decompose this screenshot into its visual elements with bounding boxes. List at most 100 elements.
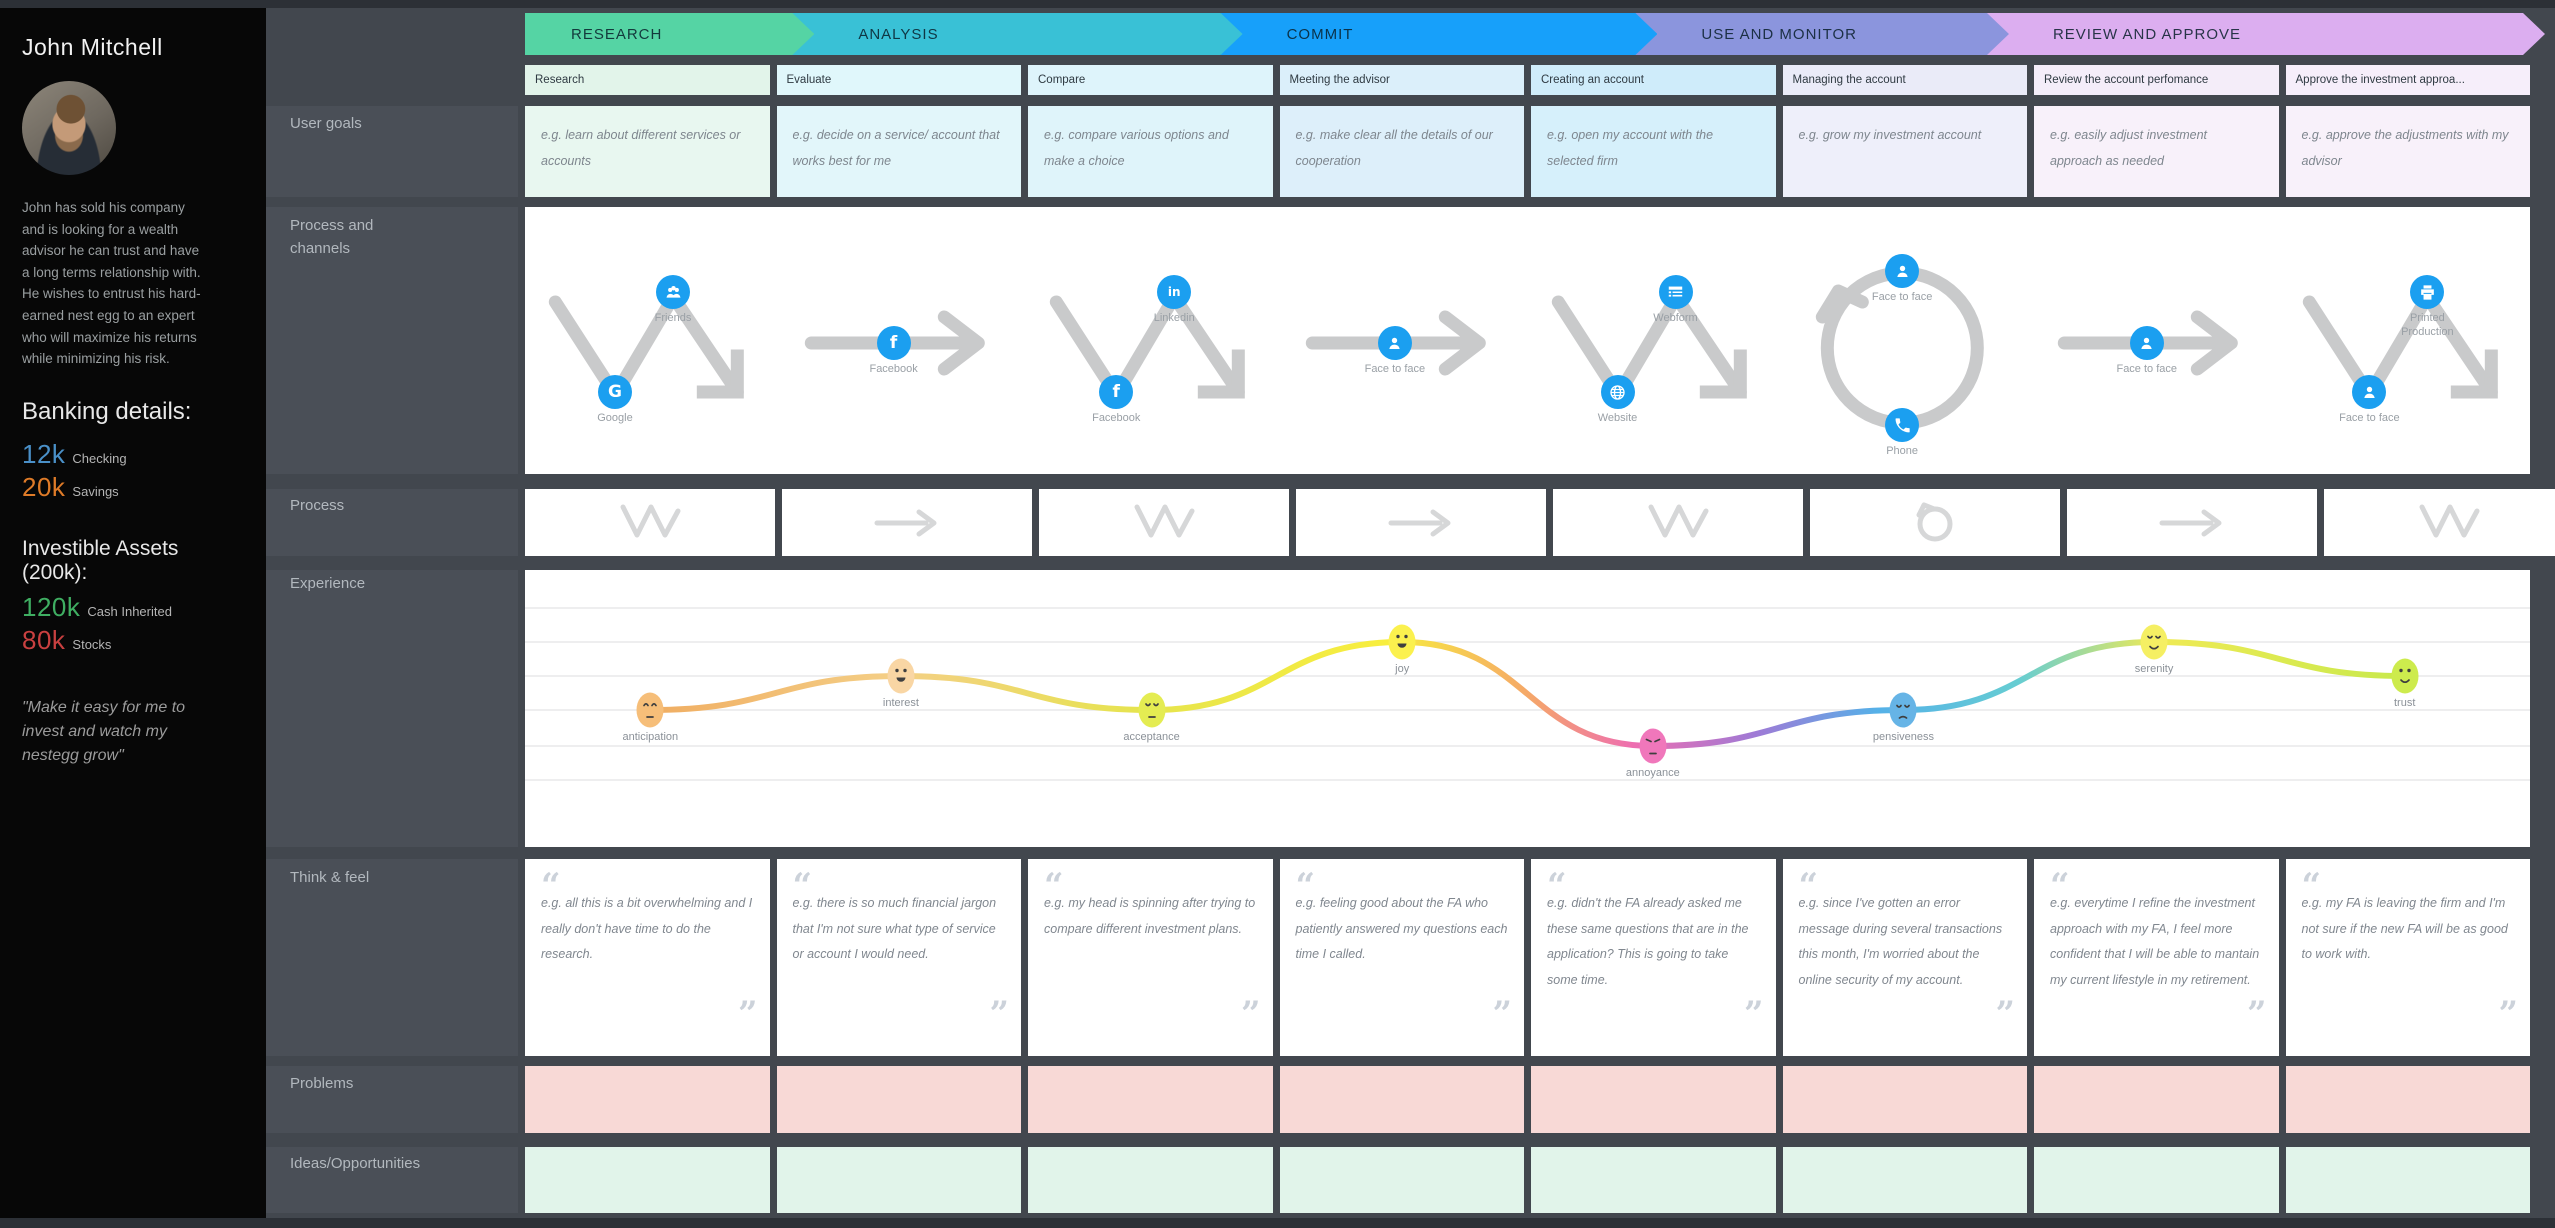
stage-label: USE AND MONITOR bbox=[1701, 25, 1857, 43]
ideas-cell[interactable] bbox=[525, 1147, 770, 1213]
channel-icon-person[interactable] bbox=[2129, 326, 2164, 360]
channel-icon-linkedin[interactable]: in bbox=[1157, 275, 1192, 309]
goal-card[interactable]: e.g. approve the adjustments with my adv… bbox=[2285, 106, 2530, 197]
emotion-point-annoyance[interactable] bbox=[1639, 728, 1667, 764]
channel-icon-friends[interactable] bbox=[656, 275, 690, 309]
channel-label: Google bbox=[597, 412, 633, 424]
channel-path bbox=[2303, 290, 2499, 402]
channel-icon-printer[interactable] bbox=[2410, 275, 2445, 309]
think-feel-text: e.g. there is so much financial jargon t… bbox=[792, 896, 997, 962]
think-feel-card[interactable]: “e.g. my head is spinning after trying t… bbox=[1028, 859, 1273, 1056]
ideas-cell[interactable] bbox=[776, 1147, 1021, 1213]
goal-card[interactable]: e.g. open my account with the selected f… bbox=[1531, 106, 1776, 197]
row-label-ideas: Ideas/Opportunities bbox=[290, 1155, 421, 1172]
ideas-cell[interactable] bbox=[1279, 1147, 1524, 1213]
problems-cell[interactable] bbox=[2285, 1066, 2530, 1133]
substage-cell[interactable]: Review the account perfomance bbox=[2034, 65, 2279, 95]
emotion-point-trust[interactable] bbox=[2391, 658, 2419, 694]
avatar[interactable] bbox=[22, 81, 116, 175]
channel-icon-website[interactable] bbox=[1600, 375, 1635, 409]
substage-label: Creating an account bbox=[1541, 74, 1644, 86]
emotion-label: annoyance bbox=[1625, 767, 1680, 779]
stage-arrow[interactable]: REVIEW AND APPROVE bbox=[1987, 13, 2545, 55]
process-glyph-cell[interactable] bbox=[1296, 489, 1546, 556]
process-glyph-cell[interactable] bbox=[1810, 489, 2060, 556]
channel-label: Facebook bbox=[1092, 412, 1141, 424]
problems-cell[interactable] bbox=[525, 1066, 770, 1133]
emoji-smile bbox=[2391, 658, 2419, 694]
ideas-cell[interactable] bbox=[1531, 1147, 1776, 1213]
stage-arrow[interactable]: USE AND MONITOR bbox=[1635, 13, 2009, 55]
problems-cell[interactable] bbox=[776, 1066, 1021, 1133]
channel-icon-person[interactable] bbox=[2352, 375, 2387, 409]
goal-card[interactable]: e.g. decide on a service/ account that w… bbox=[776, 106, 1021, 197]
goal-card[interactable]: e.g. easily adjust investment approach a… bbox=[2034, 106, 2279, 197]
problems-cell[interactable] bbox=[2034, 1066, 2279, 1133]
channel-label: Face to face bbox=[1871, 291, 1933, 303]
channel-icon-facebook[interactable]: f bbox=[1099, 375, 1134, 409]
think-feel-card[interactable]: “e.g. since I've gotten an error message… bbox=[1782, 859, 2027, 1056]
process-glyph-zigzag bbox=[1134, 504, 1195, 538]
process-glyph-cell[interactable] bbox=[1039, 489, 1289, 556]
ideas-cell[interactable] bbox=[2034, 1147, 2279, 1213]
emotion-point-anticipation[interactable] bbox=[636, 692, 664, 728]
channel-column: Face to face bbox=[1277, 207, 1528, 474]
problems-cell[interactable] bbox=[1279, 1066, 1524, 1133]
channel-icon-facebook[interactable]: f bbox=[876, 326, 911, 360]
emotion-point-interest[interactable] bbox=[887, 658, 915, 694]
channel-icon-phone[interactable] bbox=[1885, 408, 1920, 442]
ideas-cell[interactable] bbox=[2285, 1147, 2530, 1213]
problems-cell[interactable] bbox=[1782, 1066, 2027, 1133]
process-glyph-cell[interactable] bbox=[2067, 489, 2317, 556]
channel-icon-person[interactable] bbox=[1377, 326, 1412, 360]
stage-arrow[interactable]: RESEARCH bbox=[525, 13, 814, 55]
problems-row bbox=[525, 1066, 2530, 1133]
think-feel-card[interactable]: “e.g. there is so much financial jargon … bbox=[776, 859, 1021, 1056]
substage-cell[interactable]: Research bbox=[525, 65, 770, 95]
problems-cell[interactable] bbox=[1531, 1066, 1776, 1133]
channel-icon-person[interactable] bbox=[1885, 254, 1920, 288]
think-feel-card[interactable]: “e.g. my FA is leaving the firm and I'm … bbox=[2285, 859, 2530, 1056]
emotion-label: interest bbox=[882, 697, 919, 709]
process-glyph-cell[interactable] bbox=[782, 489, 1032, 556]
think-feel-card[interactable]: “e.g. feeling good about the FA who pati… bbox=[1279, 859, 1524, 1056]
investible-assets-title: Investible Assets (200k): bbox=[22, 537, 179, 585]
top-strip bbox=[0, 0, 2555, 8]
row-label-process-channels: Process and channels bbox=[290, 217, 374, 258]
goal-card[interactable]: e.g. grow my investment account bbox=[1782, 106, 2027, 197]
stage-label: COMMIT bbox=[1286, 25, 1354, 43]
stage-arrow[interactable]: ANALYSIS bbox=[792, 13, 1242, 55]
process-glyph-cell[interactable] bbox=[2324, 489, 2555, 556]
think-feel-card[interactable]: “e.g. everytime I refine the investment … bbox=[2034, 859, 2279, 1056]
ideas-cell[interactable] bbox=[1782, 1147, 2027, 1213]
goal-card[interactable]: e.g. compare various options and make a … bbox=[1028, 106, 1273, 197]
row-block-channels bbox=[266, 207, 518, 474]
problems-cell[interactable] bbox=[1028, 1066, 1273, 1133]
channel-icon-google[interactable]: G bbox=[598, 375, 632, 409]
emotion-point-acceptance[interactable] bbox=[1138, 692, 1166, 728]
process-glyph-cell[interactable] bbox=[1553, 489, 1803, 556]
substage-cell[interactable]: Approve the investment approa... bbox=[2285, 65, 2530, 95]
substage-cell[interactable]: Evaluate bbox=[776, 65, 1021, 95]
stage-arrow[interactable]: COMMIT bbox=[1221, 13, 1658, 55]
emotion-point-serenity[interactable] bbox=[2140, 624, 2168, 660]
think-feel-card[interactable]: “e.g. all this is a bit overwhelming and… bbox=[525, 859, 770, 1056]
emotion-point-joy[interactable] bbox=[1388, 624, 1416, 660]
goal-card[interactable]: e.g. make clear all the details of our c… bbox=[1279, 106, 1524, 197]
ideas-cell[interactable] bbox=[1028, 1147, 1273, 1213]
channel-label: Linkedin bbox=[1153, 312, 1195, 324]
process-glyph-cell[interactable] bbox=[525, 489, 775, 556]
channel-path bbox=[1050, 290, 1246, 402]
channel-icon-webform[interactable] bbox=[1658, 275, 1693, 309]
emoji-neutral bbox=[1138, 692, 1166, 728]
substage-cell[interactable]: Meeting the advisor bbox=[1279, 65, 1524, 95]
substage-cell[interactable]: Managing the account bbox=[1782, 65, 2027, 95]
goal-text: e.g. compare various options and make a … bbox=[1044, 128, 1229, 168]
substage-cell[interactable]: Compare bbox=[1028, 65, 1273, 95]
substage-cell[interactable]: Creating an account bbox=[1531, 65, 1776, 95]
think-feel-card[interactable]: “e.g. didn't the FA already asked me the… bbox=[1531, 859, 1776, 1056]
goal-card[interactable]: e.g. learn about different services or a… bbox=[525, 106, 770, 197]
emotion-point-pensiveness[interactable] bbox=[1889, 692, 1917, 728]
